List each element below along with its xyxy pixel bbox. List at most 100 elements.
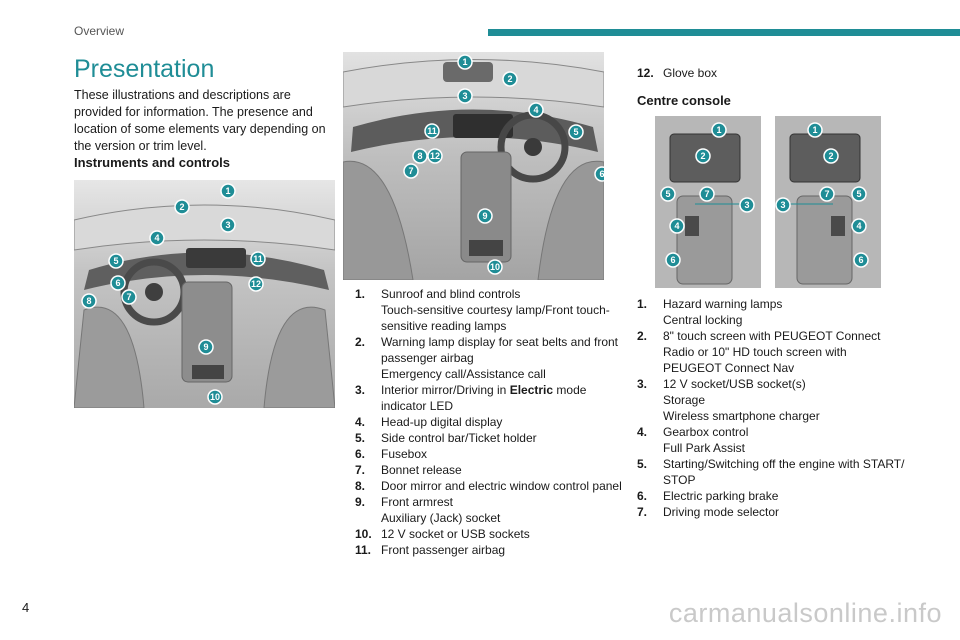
svg-text:11: 11 <box>253 254 263 264</box>
list-item-number: 4. <box>637 425 648 439</box>
console-heading: Centre console <box>637 93 731 108</box>
svg-text:9: 9 <box>482 211 487 221</box>
list-item-number: 4. <box>355 415 366 429</box>
callout-marker-5: 5 <box>108 253 124 269</box>
list-item-line: Full Park Assist <box>663 441 746 455</box>
list-item-text: Door mirror and electric window control … <box>381 478 625 494</box>
callout-marker-8: 8 <box>81 293 97 309</box>
instruments-heading: Instruments and controls <box>74 155 231 170</box>
list-item-line: Auxiliary (Jack) socket <box>381 511 501 525</box>
callout-marker-11: 11 <box>424 123 440 139</box>
callout-marker-6: 6 <box>665 252 681 268</box>
callout-marker-8: 8 <box>412 148 428 164</box>
page-title: Presentation <box>74 55 215 83</box>
callout-marker-9: 9 <box>198 339 214 355</box>
list-item-number: 1. <box>355 287 366 301</box>
svg-text:3: 3 <box>462 91 467 101</box>
list-item-line: Bonnet release <box>381 463 462 477</box>
list-item: 11. Front passenger airbag <box>355 542 625 558</box>
svg-text:5: 5 <box>113 256 118 266</box>
list-item-line: Sunroof and blind controls <box>381 287 521 301</box>
callout-marker-right-3: 3 <box>775 197 791 213</box>
list-item-text: Electric parking brake <box>663 488 907 504</box>
callout-marker-1: 1 <box>220 183 236 199</box>
callout-marker-9: 9 <box>477 208 493 224</box>
svg-text:9: 9 <box>203 342 208 352</box>
list-item: 4. Head-up digital display <box>355 414 625 430</box>
list-item: 2.Warning lamp display for seat belts an… <box>355 334 625 382</box>
list-item-number: 5. <box>637 457 648 471</box>
svg-text:4: 4 <box>856 221 861 231</box>
list-item: 12.Glove box <box>637 66 718 80</box>
list-item-line: Touch-sensitive courtesy lamp/Front touc… <box>381 303 610 333</box>
callout-marker-11: 11 <box>250 251 266 267</box>
list-item-line: 12 V socket or USB sockets <box>381 527 530 541</box>
list-item: 7. Bonnet release <box>355 462 625 478</box>
list-item-line: Driving mode selector <box>663 505 780 519</box>
list-item-line: Fusebox <box>381 447 428 461</box>
callout-marker-5: 5 <box>660 186 676 202</box>
list-item-number: 7. <box>355 463 366 477</box>
svg-text:10: 10 <box>490 262 500 272</box>
svg-text:8: 8 <box>417 151 422 161</box>
list-item-number: 6. <box>637 489 648 503</box>
list-item-number: 3. <box>355 383 366 397</box>
list-item: 6. Electric parking brake <box>637 488 907 504</box>
callout-marker-5: 5 <box>568 124 584 140</box>
callout-marker-right-4: 4 <box>851 218 867 234</box>
svg-text:12: 12 <box>251 279 261 289</box>
svg-text:2: 2 <box>828 151 833 161</box>
callout-marker-right-1: 1 <box>807 122 823 138</box>
list-item-line: Starting/Switching off the engine with S… <box>663 457 905 487</box>
list-item-line: Storage <box>663 393 706 407</box>
list-item-text: Front passenger airbag <box>381 542 625 558</box>
svg-text:6: 6 <box>115 278 120 288</box>
header-section-label: Overview <box>74 24 125 38</box>
list-item: 5. Starting/Switching off the engine with… <box>637 456 907 488</box>
callout-marker-6: 6 <box>110 275 126 291</box>
svg-text:7: 7 <box>408 166 413 176</box>
svg-text:10: 10 <box>210 392 220 402</box>
list-item-text: Side control bar/Ticket holder <box>381 430 625 446</box>
list-item-text: Bonnet release <box>381 462 625 478</box>
svg-text:2: 2 <box>700 151 705 161</box>
callout-marker-right-5: 5 <box>851 186 867 202</box>
list-item-number: 2. <box>355 335 366 349</box>
list-item-text: Interior mirror/Driving in Electric mode… <box>381 383 587 413</box>
callout-marker-7: 7 <box>403 163 419 179</box>
svg-text:11: 11 <box>427 126 437 136</box>
list-item-text: Starting/Switching off the engine with S… <box>663 456 907 488</box>
list-item-line: Wireless smartphone charger <box>663 409 820 423</box>
svg-text:5: 5 <box>665 189 670 199</box>
svg-text:6: 6 <box>599 169 604 179</box>
list-item-number: 8. <box>355 479 366 493</box>
list-item-text: 8" touch screen with PEUGEOT Connect Rad… <box>663 328 907 376</box>
watermark: carmanualsonline.info <box>668 598 942 628</box>
list-item-number: 11. <box>355 543 372 557</box>
list-item-number: 9. <box>355 495 366 509</box>
list-item-number: 5. <box>355 431 366 445</box>
list-item-number: 10. <box>355 527 372 541</box>
glove-box-item: 12.Glove box <box>637 65 907 81</box>
list-item-line: Door mirror and electric window control … <box>381 479 622 493</box>
header-accent-bar <box>488 29 960 36</box>
list-item-number: 6. <box>355 447 366 461</box>
callout-marker-4: 4 <box>528 102 544 118</box>
list-item-text: Head-up digital display <box>381 414 625 430</box>
callout-marker-6: 6 <box>594 166 604 182</box>
svg-text:7: 7 <box>704 189 709 199</box>
svg-text:4: 4 <box>533 105 538 115</box>
list-item-number: 3. <box>637 377 648 391</box>
